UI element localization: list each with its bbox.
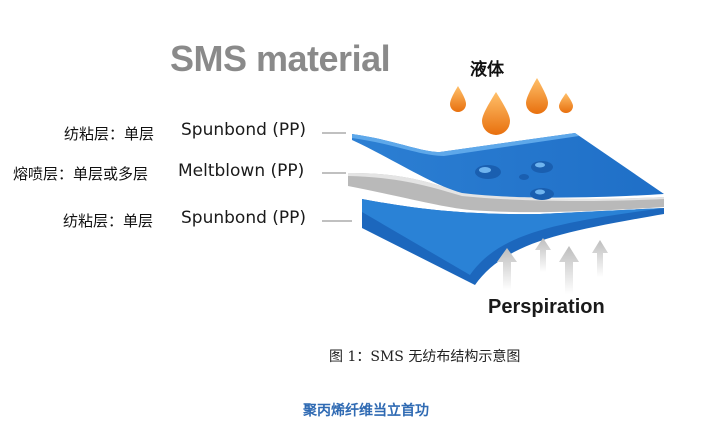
- liquid-drops: [450, 78, 573, 135]
- layer-3-cn-label: 纺粘层：单层: [63, 212, 154, 230]
- layer-3-en-label: Spunbond (PP): [181, 208, 307, 228]
- water-beads: [475, 161, 554, 200]
- layer-2-en-label: Meltblown (PP): [178, 161, 305, 181]
- top-spunbond-layer: [352, 133, 664, 198]
- layer-1-cn-label: 纺粘层：单层: [64, 125, 155, 143]
- footer-link-text[interactable]: 聚丙烯纤维当立首功: [303, 403, 429, 419]
- layer-1-en-label: Spunbond (PP): [181, 120, 307, 140]
- layer-2-cn-label: 熔喷层：单层或多层: [13, 165, 149, 183]
- figure-caption: 图 1：SMS 无纺布结构示意图: [329, 349, 521, 365]
- perspiration-label: Perspiration: [488, 296, 605, 318]
- perspiration-arrows: [497, 238, 608, 294]
- liquid-label: 液体: [470, 60, 504, 80]
- leader-lines: [322, 132, 352, 222]
- diagram-title: SMS material: [170, 38, 391, 79]
